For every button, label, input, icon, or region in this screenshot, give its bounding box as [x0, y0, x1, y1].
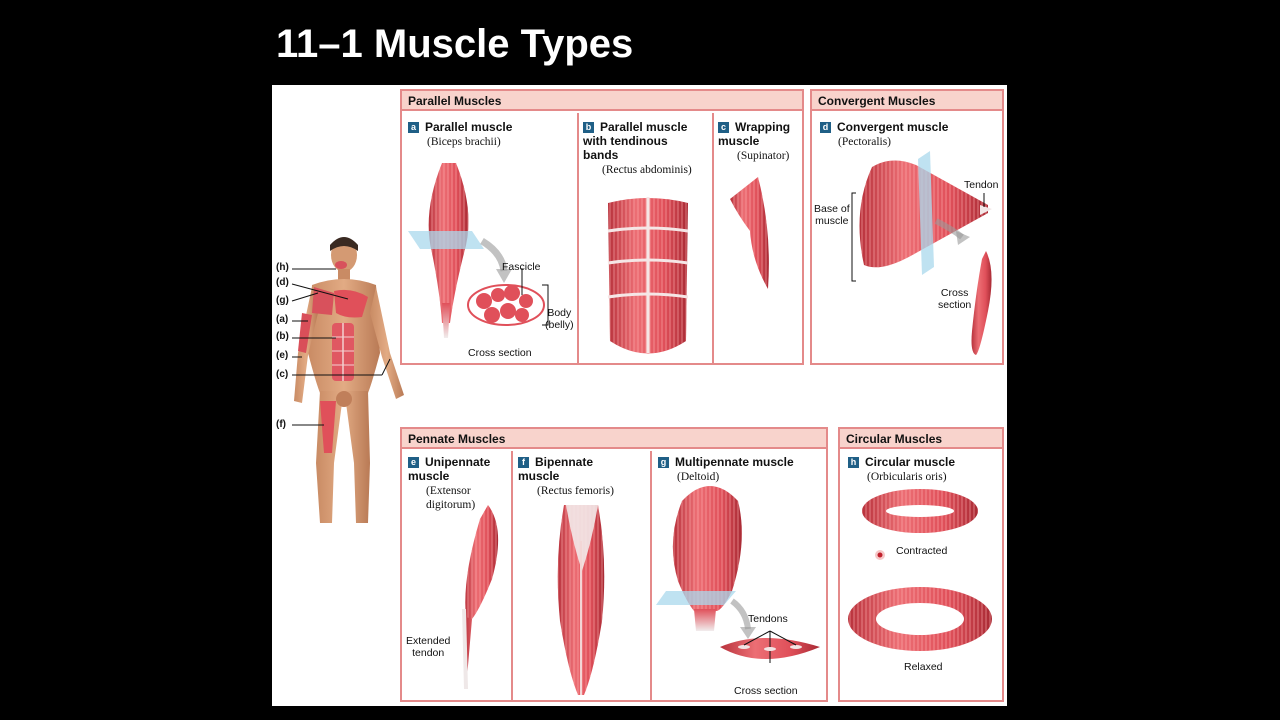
deltoid-illustration — [656, 486, 820, 663]
letter-badge: h — [848, 457, 859, 468]
human-body-diagram — [291, 237, 404, 523]
muscle-b-latin: (Rectus abdominis) — [602, 164, 692, 176]
letter-badge: a — [408, 122, 419, 133]
cross-section-label-a: Cross section — [468, 347, 532, 359]
rectus-abdominis-illustration — [607, 197, 689, 354]
body-belly-label: Body (belly) — [545, 307, 574, 331]
muscle-c-latin: (Supinator) — [737, 150, 790, 162]
panel-title: Convergent Muscles — [812, 91, 1002, 111]
extended-tendon-label: Extended tendon — [406, 635, 451, 659]
column-divider — [511, 451, 513, 700]
muscle-d-latin: (Pectoralis) — [838, 136, 892, 148]
tendon-label-d: Tendon — [964, 179, 999, 191]
letter-badge: b — [583, 122, 594, 133]
body-label-h: (h) — [276, 262, 289, 273]
cross-section-label-g: Cross section — [734, 685, 798, 697]
muscle-a-heading: a Parallel muscle — [408, 120, 512, 134]
orbicularis-oris-illustration — [848, 489, 992, 651]
body-label-g: (g) — [276, 295, 289, 306]
panel-circular-muscles: Circular Muscles h Circular muscle (Orbic… — [838, 427, 1004, 702]
body-label-c: (c) — [276, 369, 289, 380]
cross-section-label-d: Cross section — [938, 287, 972, 311]
muscle-types-figure: (h) (d) (g) (a) (b) (e) (c) (f) Parallel… — [272, 85, 1007, 706]
body-label-b: (b) — [276, 331, 289, 342]
body-label-d: (d) — [276, 277, 289, 288]
contracted-label: Contracted — [896, 545, 948, 557]
rectus-femoris-illustration — [557, 505, 605, 695]
panel-title: Circular Muscles — [840, 429, 1002, 449]
muscle-d-heading: d Convergent muscle — [820, 120, 948, 134]
muscle-g-heading: g Multipennate muscle — [658, 455, 794, 469]
muscle-h-heading: h Circular muscle — [848, 455, 955, 469]
body-silhouette — [294, 237, 404, 523]
base-of-muscle-label: Base of muscle — [814, 203, 850, 227]
muscle-d-name: Convergent muscle — [837, 120, 949, 134]
letter-badge: d — [820, 122, 831, 133]
biceps-illustration — [408, 163, 549, 338]
muscle-g-name: Multipennate muscle — [675, 455, 794, 469]
letter-badge: c — [718, 122, 729, 133]
slide-title: 11–1 Muscle Types — [276, 22, 634, 66]
extensor-digitorum-illustration — [462, 505, 499, 689]
muscle-c-name: Wrapping muscle — [718, 120, 791, 148]
column-divider — [650, 451, 652, 700]
column-divider — [577, 113, 579, 363]
pectoralis-illustration — [851, 151, 992, 355]
supinator-illustration — [730, 177, 769, 289]
letter-badge: e — [408, 457, 419, 468]
relaxed-label: Relaxed — [904, 661, 943, 673]
panel-title: Parallel Muscles — [402, 91, 802, 111]
muscle-f-latin: (Rectus femoris) — [537, 485, 614, 497]
body-label-f: (f) — [276, 419, 286, 430]
muscle-f-name: Bipennate muscle — [518, 455, 594, 483]
body-label-e: (e) — [276, 350, 289, 361]
panel-convergent-muscles: Convergent Muscles d Convergent muscle (P… — [810, 89, 1004, 365]
muscle-a-latin: (Biceps brachii) — [427, 136, 501, 148]
muscle-h-latin: (Orbicularis oris) — [867, 471, 947, 483]
muscle-h-name: Circular muscle — [865, 455, 956, 469]
muscle-a-name: Parallel muscle — [425, 120, 513, 134]
muscle-e-latin: (Extensor digitorum) — [426, 485, 476, 511]
muscle-b-name: Parallel muscle with tendinous bands — [583, 120, 688, 162]
body-label-a: (a) — [276, 314, 289, 325]
muscle-g-latin: (Deltoid) — [677, 471, 720, 483]
column-divider — [712, 113, 714, 363]
muscle-e-name: Unipennate muscle — [408, 455, 491, 483]
leader-lines — [291, 268, 391, 426]
panel-parallel-muscles: Parallel Muscles a Parallel muscle (Bicep… — [400, 89, 804, 365]
letter-badge: f — [518, 457, 529, 468]
panel-title: Pennate Muscles — [402, 429, 826, 449]
fascicle-label: Fascicle — [502, 261, 541, 273]
tendons-label: Tendons — [748, 613, 788, 625]
letter-badge: g — [658, 457, 669, 468]
